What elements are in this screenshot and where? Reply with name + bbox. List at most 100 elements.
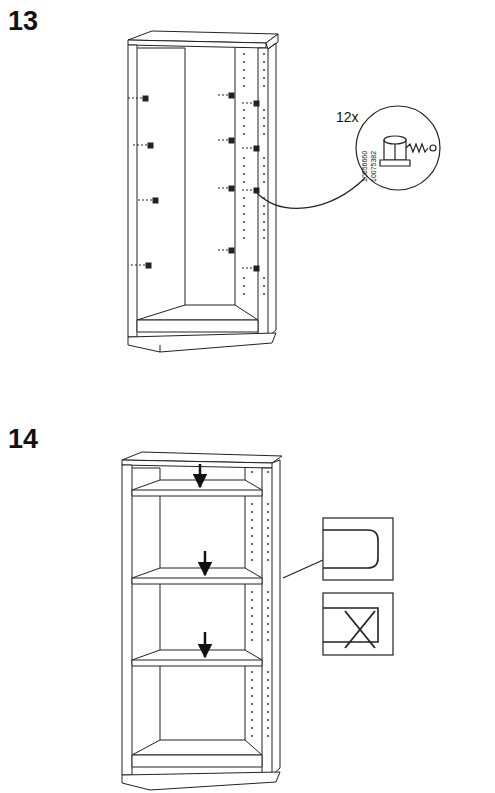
- hole: [243, 229, 245, 231]
- hole: [263, 173, 265, 175]
- hole: [243, 117, 245, 119]
- hole: [263, 53, 265, 55]
- hole: [267, 623, 269, 625]
- hole: [263, 285, 265, 287]
- hole: [251, 687, 253, 689]
- shelf-pins: [254, 101, 259, 106]
- bookcase-step-14: [132, 660, 262, 661]
- shelf-pins: [242, 103, 254, 104]
- hole: [251, 727, 253, 729]
- hole: [263, 181, 265, 183]
- pin-callout: [356, 106, 440, 190]
- hole: [263, 293, 265, 295]
- hole: [263, 77, 265, 79]
- shelf-pins: [148, 143, 153, 148]
- hole: [243, 53, 245, 55]
- hole: [251, 631, 253, 633]
- hole: [251, 719, 253, 721]
- shelf-pins: [242, 268, 254, 269]
- hole: [251, 703, 253, 705]
- shelf-pins: [143, 96, 148, 101]
- hole: [263, 205, 265, 207]
- hole: [251, 519, 253, 521]
- hole: [251, 711, 253, 713]
- hole: [267, 559, 269, 561]
- bookcase-step-13: [235, 48, 236, 305]
- hole: [251, 511, 253, 513]
- bookcase-step-13: [137, 305, 258, 320]
- hole: [267, 551, 269, 553]
- hole: [267, 615, 269, 617]
- edge-detail: [345, 611, 375, 648]
- bookcase-step-14: [122, 465, 132, 775]
- hole: [263, 109, 265, 111]
- edge-detail: [283, 518, 393, 655]
- hole: [243, 109, 245, 111]
- hole: [251, 679, 253, 681]
- hole: [243, 173, 245, 175]
- hole: [267, 687, 269, 689]
- hole: [267, 695, 269, 697]
- hole: [243, 165, 245, 167]
- hole: [251, 623, 253, 625]
- part-number: 10075382: [370, 151, 377, 182]
- hole: [251, 607, 253, 609]
- hole: [267, 599, 269, 601]
- bookcase-step-13: [128, 45, 137, 337]
- hole: [243, 69, 245, 71]
- bookcase-step-14: [272, 460, 280, 463]
- hole: [263, 237, 265, 239]
- hole: [267, 519, 269, 521]
- edge-detail: [323, 530, 378, 568]
- edge-detail: [323, 593, 393, 655]
- hole: [243, 125, 245, 127]
- shelf-pins: [242, 190, 254, 191]
- hole: [263, 277, 265, 279]
- edge-detail: [345, 611, 375, 648]
- bookcase-step-13: [128, 31, 278, 352]
- bookcase-step-14: [132, 480, 262, 496]
- hole: [243, 181, 245, 183]
- hole: [251, 543, 253, 545]
- bookcase-step-13: [137, 320, 258, 332]
- shelf-pins: [229, 186, 234, 191]
- bookcase-step-14: [132, 755, 262, 767]
- hole: [251, 471, 253, 473]
- shelf-pins: [218, 140, 229, 141]
- hole: [263, 125, 265, 127]
- edge-detail: [323, 608, 378, 642]
- push-arrow: [204, 551, 207, 575]
- shelf-pins: [146, 263, 151, 268]
- hole: [251, 671, 253, 673]
- hole: [243, 213, 245, 215]
- bookcase-step-14: [132, 740, 262, 755]
- pin-callout: [257, 106, 440, 208]
- hole: [263, 117, 265, 119]
- hole: [251, 591, 253, 593]
- edge-detail: [283, 560, 323, 578]
- pin-callout: [430, 145, 436, 151]
- bookcase-step-14: [132, 468, 160, 469]
- hole: [243, 237, 245, 239]
- hole: [267, 727, 269, 729]
- hole: [251, 503, 253, 505]
- bookcase-step-14: [262, 468, 272, 775]
- bookcase-step-14: [160, 468, 161, 740]
- shelf-pins: [153, 198, 158, 203]
- shelf-pins: [229, 248, 234, 253]
- hole: [267, 607, 269, 609]
- hole: [263, 213, 265, 215]
- shelf-pins: [254, 146, 259, 151]
- hole: [251, 551, 253, 553]
- shelf-pins: [128, 98, 142, 99]
- shelf-pins: [133, 145, 147, 146]
- part-number: 10056660: [361, 151, 368, 182]
- hole: [251, 535, 253, 537]
- hole: [243, 61, 245, 63]
- hole-row: [251, 471, 269, 737]
- bookcase-step-14: [280, 460, 281, 768]
- pin-callout: [380, 160, 410, 166]
- hole: [267, 679, 269, 681]
- hole-row: [243, 53, 265, 295]
